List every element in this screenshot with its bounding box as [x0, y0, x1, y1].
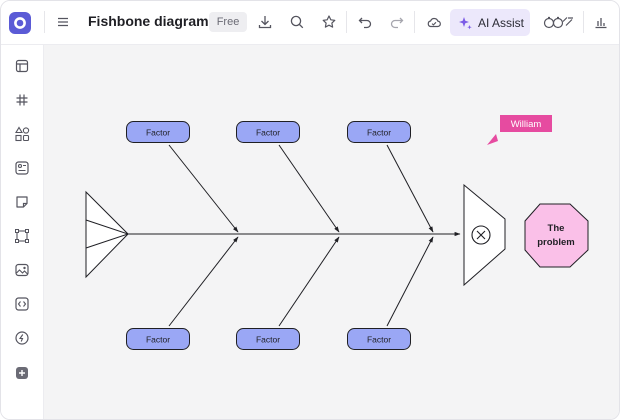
- fish-tail[interactable]: [85, 190, 129, 279]
- factor-node[interactable]: Factor: [126, 121, 190, 143]
- image-icon[interactable]: [12, 260, 32, 280]
- plugin-icon[interactable]: [12, 328, 32, 348]
- toolbar-divider: [44, 11, 45, 33]
- factor-node[interactable]: Factor: [347, 121, 411, 143]
- bone-arrow[interactable]: [278, 236, 340, 327]
- bone-arrow[interactable]: [278, 144, 340, 233]
- problem-label-line2: problem: [537, 237, 574, 248]
- bone-arrow[interactable]: [386, 236, 434, 327]
- sticky-note-icon[interactable]: [12, 192, 32, 212]
- factor-label: Factor: [146, 128, 170, 138]
- collaborators-icon[interactable]: [541, 11, 577, 33]
- factor-node[interactable]: Factor: [236, 121, 300, 143]
- search-icon[interactable]: [286, 11, 308, 33]
- document-title[interactable]: Fishbone diagram: [88, 13, 209, 29]
- chart-icon[interactable]: [590, 11, 612, 33]
- layout-icon[interactable]: [12, 56, 32, 76]
- templates-icon[interactable]: [12, 158, 32, 178]
- redo-icon[interactable]: [386, 11, 408, 33]
- ai-assist-button[interactable]: AI Assist: [450, 9, 530, 36]
- factor-label: Factor: [146, 335, 170, 345]
- problem-node[interactable]: The problem: [524, 203, 589, 268]
- factor-node[interactable]: Factor: [126, 328, 190, 350]
- bone-arrow[interactable]: [168, 236, 239, 327]
- factor-label: Factor: [256, 335, 280, 345]
- bone-arrow[interactable]: [386, 144, 434, 233]
- embed-icon[interactable]: [12, 294, 32, 314]
- cursor-pointer-icon: [487, 134, 498, 145]
- cloud-icon[interactable]: [423, 11, 445, 33]
- collaborator-tag: [500, 115, 552, 132]
- sparkle-icon: [459, 16, 472, 29]
- download-icon[interactable]: [254, 11, 276, 33]
- diagram-canvas[interactable]: Factor Factor Factor Factor Factor Fa: [44, 45, 619, 419]
- ai-assist-label: AI Assist: [478, 15, 525, 30]
- factor-node[interactable]: Factor: [347, 328, 411, 350]
- app-logo[interactable]: [9, 12, 31, 34]
- shapes-icon[interactable]: [12, 124, 32, 144]
- top-toolbar: Fishbone diagram Free AI Assist: [1, 1, 619, 45]
- problem-label-line1: The: [548, 223, 565, 234]
- toolbar-divider: [583, 11, 584, 33]
- plus-icon[interactable]: [12, 363, 32, 383]
- toolbar-divider: [414, 11, 415, 33]
- factor-label: Factor: [256, 128, 280, 138]
- bone-arrow[interactable]: [168, 144, 239, 233]
- grid-icon[interactable]: [12, 90, 32, 110]
- star-icon[interactable]: [318, 11, 340, 33]
- logo-icon: [14, 17, 26, 29]
- factor-label: Factor: [367, 128, 391, 138]
- frame-icon[interactable]: [12, 226, 32, 246]
- collaborator-name: William: [511, 119, 542, 130]
- fishbone-diagram: Factor Factor Factor Factor Factor Fa: [85, 115, 589, 350]
- factor-label: Factor: [367, 335, 391, 345]
- bones: [168, 144, 434, 327]
- factor-node[interactable]: Factor: [236, 328, 300, 350]
- left-sidebar: [1, 45, 44, 419]
- toolbar-divider: [346, 11, 347, 33]
- collaborator-cursor: William: [487, 115, 552, 145]
- close-circle-icon[interactable]: [471, 225, 491, 245]
- undo-icon[interactable]: [354, 11, 376, 33]
- plan-badge: Free: [209, 12, 247, 32]
- menu-icon[interactable]: [52, 11, 74, 33]
